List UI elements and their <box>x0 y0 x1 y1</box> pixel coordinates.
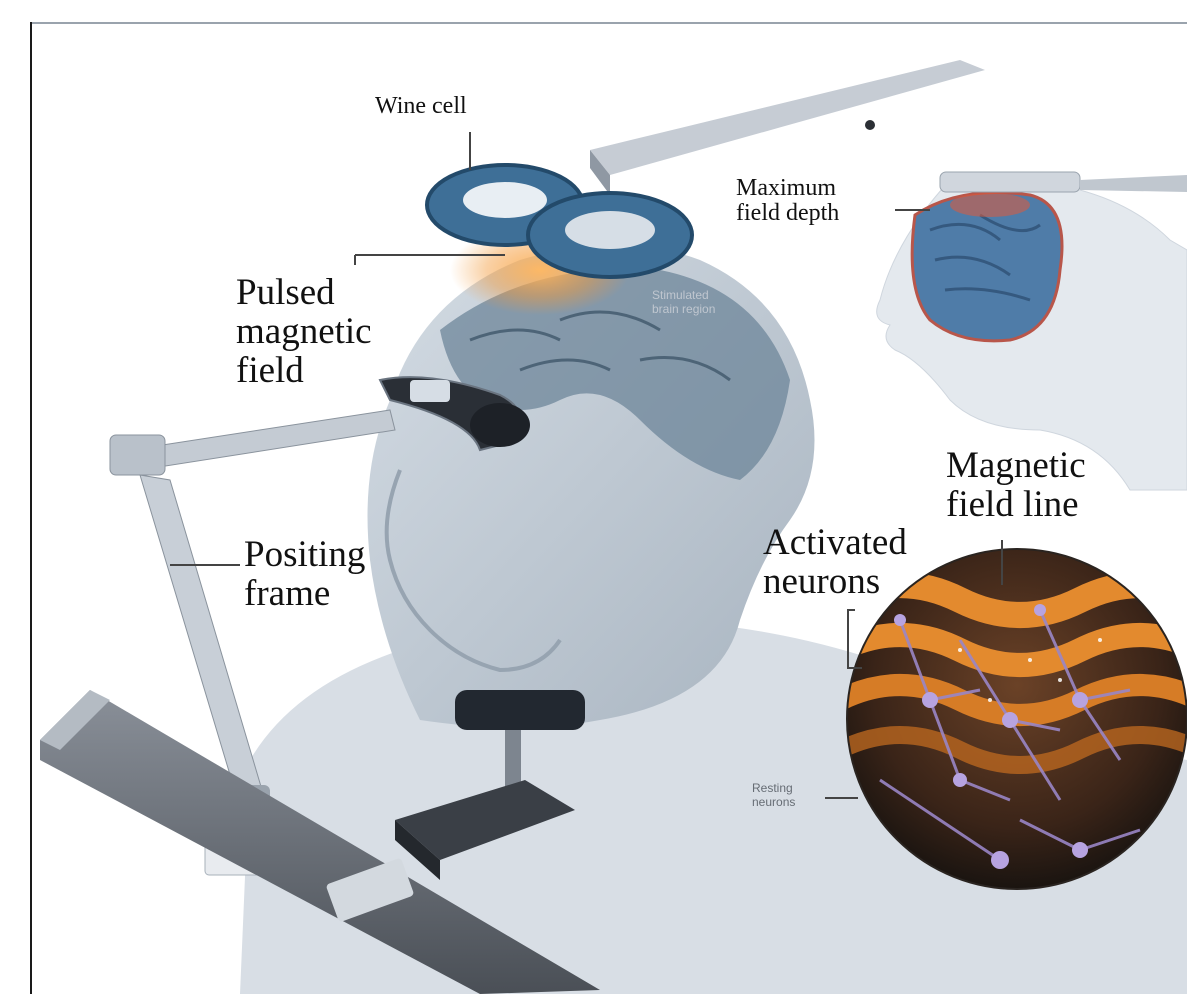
rail-hinge <box>865 120 875 130</box>
eye-cup <box>470 403 530 447</box>
label-stimulated-brain-region: Stimulated brain region <box>652 289 715 317</box>
small-coil-bar <box>940 172 1080 192</box>
label-pulsed-magnetic-field: Pulsed magnetic field <box>236 273 372 391</box>
label-resting-neurons: Resting neurons <box>752 782 795 810</box>
label-wine-cell: Wine cell <box>375 94 467 119</box>
brain-profile-icon <box>877 172 1187 490</box>
label-activated-neurons: Activated neurons <box>763 523 907 601</box>
eye-piece-lens <box>410 380 450 402</box>
label-magnetic-field-line: Magnetic field line <box>946 446 1086 524</box>
label-positing-frame: Positing frame <box>244 535 365 613</box>
chin-rest <box>455 690 585 730</box>
overhead-rail <box>590 60 985 175</box>
label-maximum-field-depth: Maximum field depth <box>736 176 839 227</box>
chin-rest-post <box>505 730 521 790</box>
